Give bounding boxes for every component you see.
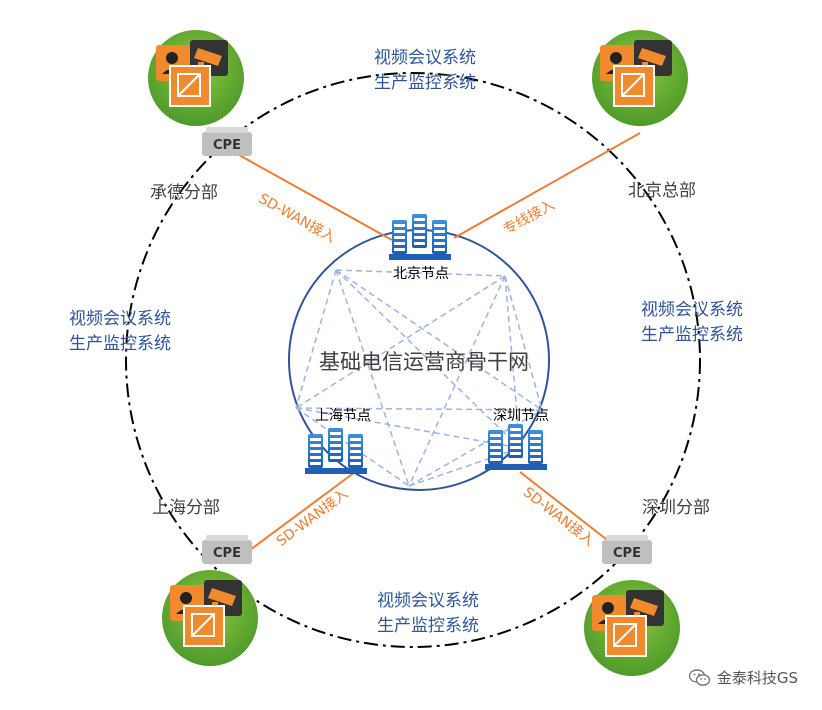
site-icon-chengde xyxy=(147,29,245,127)
link-label-chengde: SD-WAN接入 xyxy=(256,190,339,246)
wechat-icon xyxy=(688,668,711,686)
branch-label-chengde: 承德分部 xyxy=(150,183,218,203)
branch-label-shanghai: 上海分部 xyxy=(152,498,220,518)
system-label-top-1: 视频会议系统 xyxy=(374,48,476,68)
system-label-left-1: 视频会议系统 xyxy=(69,309,171,329)
cpe-device-shanghai: CPE xyxy=(202,535,252,564)
cpe-label: CPE xyxy=(213,546,241,561)
cpe-label: CPE xyxy=(613,546,641,561)
system-label-left-2: 生产监控系统 xyxy=(69,334,171,354)
branch-label-beijing-hq: 北京总部 xyxy=(628,181,696,201)
node-label-shanghai: 上海节点 xyxy=(315,408,371,424)
cpe-label: CPE xyxy=(213,138,241,153)
watermark: 金泰科技GS xyxy=(688,667,798,688)
link-label-shenzhen: SD-WAN接入 xyxy=(520,484,598,550)
site-icon-shanghai xyxy=(161,569,259,667)
cpe-device-shenzhen: CPE xyxy=(602,535,652,564)
system-label-right-1: 视频会议系统 xyxy=(641,300,743,320)
cpe-device-chengde: CPE xyxy=(202,127,252,156)
server-icon-shanghai xyxy=(305,428,367,474)
access-links xyxy=(229,132,641,551)
site-icon-beijing-hq xyxy=(591,29,689,127)
system-label-bottom-1: 视频会议系统 xyxy=(377,591,479,611)
system-label-top-2: 生产监控系统 xyxy=(374,73,476,93)
watermark-text: 金泰科技GS xyxy=(716,669,798,687)
server-icon-shenzhen xyxy=(485,424,547,470)
mesh-lines xyxy=(295,269,543,487)
system-label-right-2: 生产监控系统 xyxy=(641,325,743,345)
node-label-shenzhen: 深圳节点 xyxy=(493,408,549,424)
core-network-label: 基础电信运营商骨干网 xyxy=(319,350,529,374)
link-label-beijing-hq: 专线接入 xyxy=(500,196,557,238)
node-label-beijing: 北京节点 xyxy=(393,266,449,282)
system-label-bottom-2: 生产监控系统 xyxy=(377,616,479,636)
outer-ring xyxy=(125,72,701,648)
site-icon-shenzhen xyxy=(583,579,681,677)
link-label-shanghai: SD-WAN接入 xyxy=(273,485,351,550)
branch-label-shenzhen: 深圳分部 xyxy=(642,498,710,518)
